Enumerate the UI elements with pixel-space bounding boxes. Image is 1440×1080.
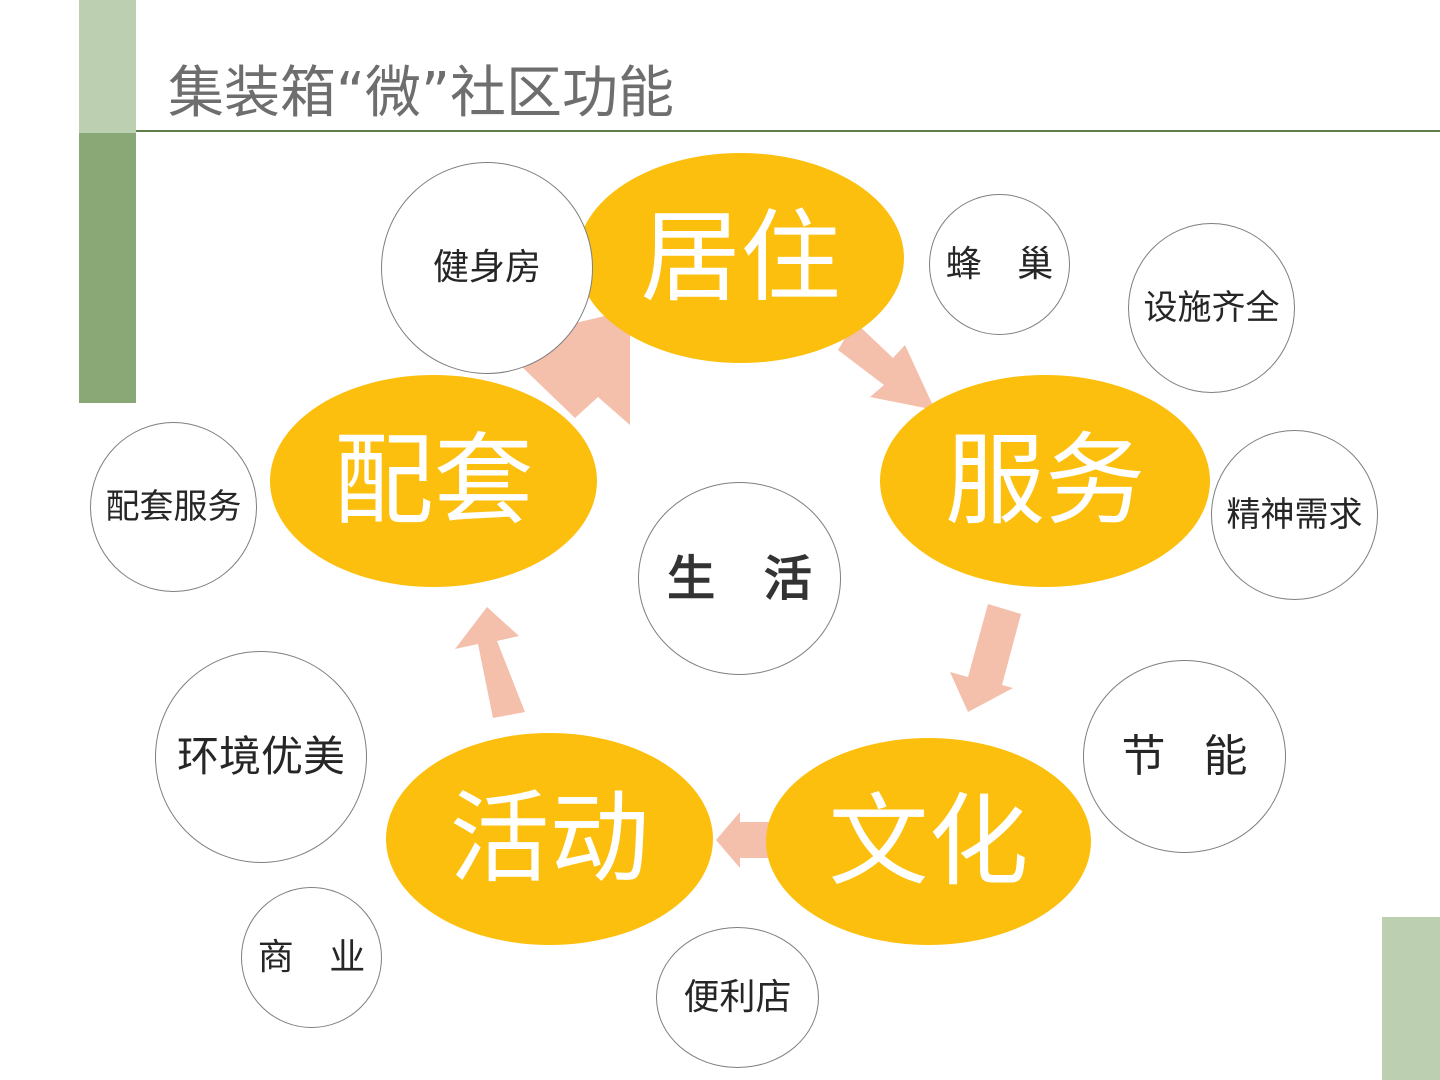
- core-activity-label: 活动: [449, 780, 650, 897]
- bubble-gym: 健身房: [381, 162, 593, 374]
- bubble-convenience-store: 便利店: [656, 927, 819, 1068]
- bubble-spiritual-label: 精神需求: [1226, 495, 1363, 535]
- bubble-commerce: 商 业: [241, 887, 382, 1028]
- bubble-convenience-store-label: 便利店: [683, 976, 792, 1018]
- bubble-center-life-label: 生 活: [667, 550, 828, 607]
- bubble-commerce-label: 商 业: [257, 936, 378, 978]
- bubble-facilities: 设施齐全: [1128, 223, 1295, 393]
- arrow-activity-to-support: [455, 607, 525, 718]
- bubble-support-service-label: 配套服务: [105, 487, 242, 527]
- slide-title: 集装箱“微”社区功能: [168, 61, 675, 126]
- core-living: 居住: [577, 153, 904, 363]
- accent-bar-dark: [79, 133, 136, 403]
- title-underline: [136, 130, 1440, 132]
- bubble-beehive-label: 蜂 巢: [945, 243, 1066, 285]
- core-service-label: 服务: [945, 422, 1145, 539]
- core-culture: 文化: [766, 738, 1091, 945]
- bubble-support-service: 配套服务: [90, 422, 257, 592]
- bubble-beehive: 蜂 巢: [929, 194, 1070, 335]
- bubble-energy: 节 能: [1083, 660, 1286, 853]
- core-support: 配套: [270, 375, 597, 587]
- core-culture-label: 文化: [828, 782, 1029, 900]
- arrow-living-to-service: [838, 322, 935, 410]
- bubble-environment-label: 环境优美: [176, 732, 345, 781]
- bubble-facilities-label: 设施齐全: [1143, 288, 1280, 328]
- bubble-environment: 环境优美: [155, 651, 367, 863]
- accent-bar-bottom-right: [1382, 917, 1440, 1080]
- core-living-label: 居住: [640, 199, 841, 316]
- bubble-spiritual: 精神需求: [1211, 430, 1378, 600]
- bubble-gym-label: 健身房: [432, 247, 541, 288]
- core-support-label: 配套: [333, 422, 534, 539]
- arrow-service-to-culture: [950, 604, 1021, 712]
- accent-bar-light: [79, 0, 136, 133]
- bubble-center-life: 生 活: [638, 482, 841, 675]
- bubble-energy-label: 节 能: [1121, 730, 1260, 782]
- core-service: 服务: [880, 375, 1210, 587]
- core-activity: 活动: [386, 733, 713, 945]
